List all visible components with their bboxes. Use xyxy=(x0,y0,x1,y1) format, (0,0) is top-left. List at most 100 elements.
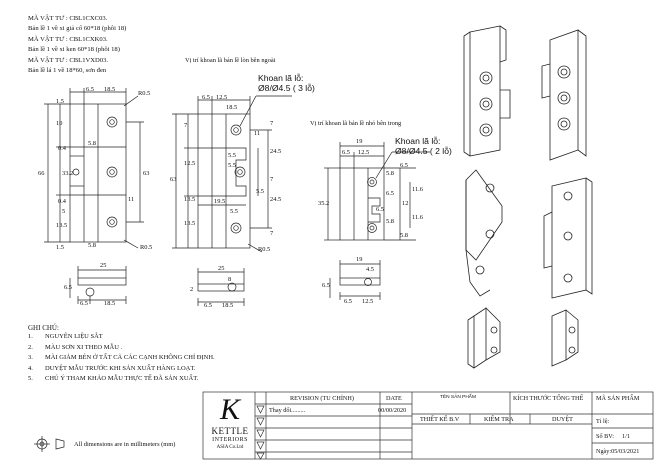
hinge-view-3 xyxy=(324,142,430,300)
hinge-view-2 xyxy=(172,95,292,306)
dim-label: 6.5 xyxy=(376,206,384,213)
dim-label: 35.2 xyxy=(318,200,330,207)
logo-letter: K xyxy=(219,393,240,426)
sheet-label: Số BV: xyxy=(596,433,614,440)
dim-label: 6.5 xyxy=(400,162,408,169)
drill-callout-2: Khoan lã lỗ: Ø8/Ø4.5 ( 2 lỗ) xyxy=(395,136,452,156)
dim-label: 8 xyxy=(228,276,232,283)
spec-line-6: Bản lề lá 1 về 18*60, sơn đen xyxy=(28,67,107,75)
dim-label: 6.5 xyxy=(342,149,350,156)
dim-label: 12.5 xyxy=(184,160,196,167)
dim-label: 19.5 xyxy=(214,198,226,205)
drill-title-2: Khoan lã lỗ: xyxy=(395,136,441,146)
dim-label: 18.5 xyxy=(104,300,116,307)
spec-line-1: MÃ VẬT TƯ : CBL1CXC03. xyxy=(28,15,108,22)
revision-header: REVISION (TU CHỈNH) xyxy=(290,395,354,402)
dim-label: 19 xyxy=(356,138,363,145)
note-item: 2.MÀU SƠN XI THEO MẪU . xyxy=(28,343,123,351)
dim-label: 6.5 xyxy=(344,298,352,305)
dim-label: 18.5 xyxy=(226,104,238,111)
title-block-frame xyxy=(202,391,654,460)
dim-label: 6.5 xyxy=(386,190,394,197)
outer-hole-position-label: Vị trí khoan lã bản lề lòn bên ngoài xyxy=(185,57,276,64)
projection-symbol-icon xyxy=(34,436,65,452)
logo-name: KETTLE xyxy=(211,426,249,436)
dim-label: 7 xyxy=(184,122,188,129)
dim-label: 25 xyxy=(100,262,107,269)
dim-label: 10 xyxy=(56,120,63,127)
dim-label: 11.6 xyxy=(412,214,423,221)
note-item: 3.MÀI GIẢM BÉN Ở TẤT CẢ CÁC CẠNH KHÔNG C… xyxy=(28,354,215,361)
dim-label: 66 xyxy=(38,170,45,177)
dim-label: 12.5 xyxy=(216,94,228,101)
product-name-header: TÊN SẢN PHẨM xyxy=(440,395,476,400)
dim-label: 25 xyxy=(218,265,225,272)
revision-entry: Thay đổi......... xyxy=(269,407,306,414)
isometric-views xyxy=(463,25,593,369)
dim-label: 6.5 xyxy=(86,86,94,93)
dim-label: 6.5 xyxy=(204,302,212,309)
sheet-value: 1/1 xyxy=(622,433,630,440)
dim-label: 1.5 xyxy=(56,98,64,105)
logo-co: ASIA Co.Ltd xyxy=(216,445,244,450)
dim-label: 11 xyxy=(254,130,261,137)
dim-label: 7 xyxy=(270,230,274,237)
dim-label: 13.5 xyxy=(56,222,68,229)
dim-label: 12.5 xyxy=(362,298,374,305)
drill-title-1: Khoan lã lỗ: xyxy=(258,73,304,83)
overall-size-header: KÍCH THƯỚC TỔNG THỂ xyxy=(513,395,584,402)
dim-label: 5.8 xyxy=(386,218,394,225)
dim-label: 6.5 xyxy=(64,284,72,291)
dim-label: 6.5 xyxy=(322,282,330,289)
checker-label: KIỂM TRA xyxy=(484,416,514,423)
dim-label: 33.2 xyxy=(62,170,74,177)
date-label: Ngày:05/03/2021 xyxy=(596,448,640,455)
drill-spec-1: Ø8/Ø4.5 ( 3 lỗ) xyxy=(258,83,315,93)
product-code-header: MÃ SẢN PHẨM xyxy=(596,395,640,402)
dim-label: 11.6 xyxy=(412,186,423,193)
spec-line-4: Bản lề 1 về xi ken 60*18 (phôi 18) xyxy=(28,46,120,54)
scale-label: Tỉ lệ: xyxy=(596,418,610,425)
dim-label: 24.5 xyxy=(270,148,282,155)
dim-label: 13.5 xyxy=(184,220,196,227)
dim-label: 63 xyxy=(143,170,150,177)
inner-hole-position-label: Vị trí khoan lã bản lề nhỏ bên trong xyxy=(310,120,402,127)
dim-label: 2 xyxy=(190,286,194,293)
drill-spec-2: Ø8/Ø4.5 ( 2 lỗ) xyxy=(395,146,452,156)
dim-label: 12.5 xyxy=(358,149,370,156)
dim-label: 4.5 xyxy=(366,266,374,273)
material-spec-block: MÃ VẬT TƯ : CBL1CXC03. Bản lề 1 về xi gi… xyxy=(28,14,126,76)
dim-label: 24.5 xyxy=(270,196,282,203)
units-note: All dimensions are in millimeters (mm) xyxy=(74,441,176,448)
dim-label: 5.8 xyxy=(88,242,96,249)
spec-line-2: Bản lề 1 về xi giả cổ 60*18 (phôi 18) xyxy=(28,25,127,33)
note-item: 4.DUYỆT MẪU TRƯỚC KHI SẢN XUẤT HÀNG LOẠT… xyxy=(28,364,196,372)
dim-label: R0.5 xyxy=(138,90,151,97)
dim-label: 5.8 xyxy=(400,232,408,239)
note-item: 1.NGUYÊN LIỆU SẮT xyxy=(28,333,103,340)
notes-section: GHI CHÚ: 1.NGUYÊN LIỆU SẮT 2.MÀU SƠN XI … xyxy=(28,324,215,385)
dim-label: 5.8 xyxy=(88,140,96,147)
designer-label: THIẾT KẾ B.V xyxy=(420,416,460,423)
dim-label: R0.5 xyxy=(140,244,153,251)
note-item: 5.CHÚ Ý THAM KHẢO MẪU THỰC TẾ ĐÃ SẢN XUẤ… xyxy=(28,375,199,382)
dim-label: R0.5 xyxy=(258,246,271,253)
dim-label: 13.5 xyxy=(184,196,196,203)
drill-callout-1: Khoan lã lỗ: Ø8/Ø4.5 ( 3 lỗ) xyxy=(258,73,315,93)
company-logo: K KETTLE INTERIORS ASIA Co.Ltd xyxy=(206,394,254,458)
logo-sub: INTERIORS xyxy=(212,437,248,443)
dim-label: 63 xyxy=(170,176,177,183)
dim-label: 0.4 xyxy=(58,145,66,152)
date-entry: 00/00/2020 xyxy=(378,407,407,414)
spec-line-5: MÃ VẬT TƯ : CBL1VXD03. xyxy=(28,56,109,64)
dim-label: 5.5 xyxy=(228,162,236,169)
dim-label: 18.5 xyxy=(104,86,116,93)
dim-label: 6.5 xyxy=(202,94,210,101)
dim-label: 19 xyxy=(356,256,363,263)
notes-title: GHI CHÚ: xyxy=(28,324,59,332)
dim-label: 12 xyxy=(402,200,409,207)
dim-label: 5 xyxy=(62,208,66,215)
dim-label: 5.8 xyxy=(386,170,394,177)
spec-line-3: MÃ VẬT TƯ : CBL1CXK03. xyxy=(28,35,108,43)
date-header: DATE xyxy=(386,395,402,402)
